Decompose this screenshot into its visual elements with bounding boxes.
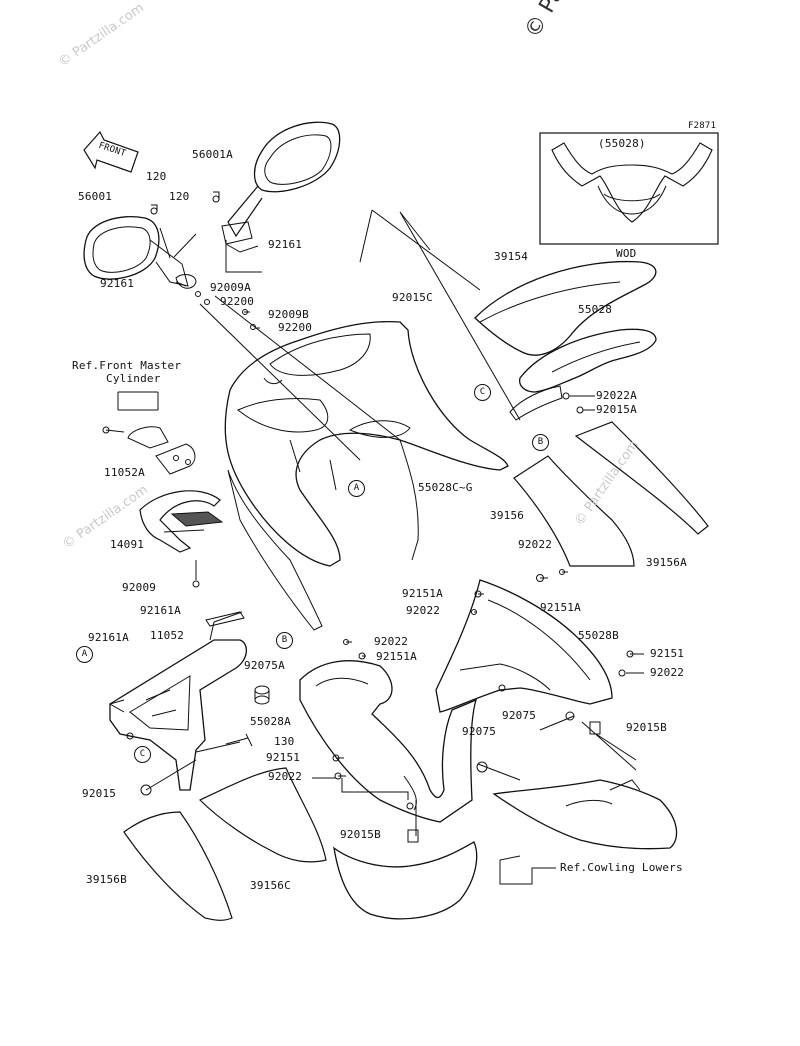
part-label-130: 130 — [274, 735, 295, 748]
note-ref-front-master-2: Cylinder — [106, 372, 161, 385]
part-label-39156: 39156 — [490, 509, 525, 522]
ref-circle-c-upper: C — [474, 384, 491, 401]
panel-39156b-drawing — [123, 811, 233, 921]
part-label-92161a-b: 92161A — [88, 631, 129, 644]
inset-caption: WOD — [616, 247, 637, 260]
inset-windshield-drawing — [539, 132, 719, 245]
part-label-92022-a: 92022 — [518, 538, 553, 551]
part-label-39156a: 39156A — [646, 556, 687, 569]
panel-14091-drawing — [139, 490, 224, 553]
windscreen-drawing — [474, 260, 657, 356]
part-label-14091: 14091 — [110, 538, 145, 551]
front-arrow-icon — [83, 130, 139, 173]
side-cowl-55028b-drawing — [435, 579, 613, 713]
part-label-92075-a: 92075 — [502, 709, 537, 722]
lower-cowl-drawing — [333, 779, 678, 920]
part-label-92022-b: 92022 — [406, 604, 441, 617]
part-label-120-a: 120 — [146, 170, 167, 183]
ref-circle-b-lower: B — [276, 632, 293, 649]
part-label-39156b: 39156B — [86, 873, 127, 886]
part-label-92075-b: 92075 — [462, 725, 497, 738]
part-label-92161-left: 92161 — [100, 277, 135, 290]
part-label-56001a: 56001A — [192, 148, 233, 161]
part-label-92009a: 92009A — [210, 281, 251, 294]
part-label-55028: 55028 — [578, 303, 613, 316]
note-ref-front-master-1: Ref.Front Master — [72, 359, 182, 372]
part-label-11052a: 11052A — [104, 466, 145, 479]
mirror-left-drawing — [83, 216, 197, 289]
part-label-92015b-a: 92015B — [626, 721, 667, 734]
part-label-92200-a: 92200 — [220, 295, 255, 308]
inner-cowl-drawing — [519, 328, 657, 393]
part-label-55028a: 55028A — [250, 715, 291, 728]
part-label-92151-b: 92151 — [266, 751, 301, 764]
part-label-92015: 92015 — [82, 787, 117, 800]
part-label-92151a-b: 92151A — [540, 601, 581, 614]
ref-circle-c-lower: C — [134, 746, 151, 763]
part-label-39154: 39154 — [494, 250, 529, 263]
part-label-120-b: 120 — [169, 190, 190, 203]
part-label-92009: 92009 — [122, 581, 157, 594]
part-label-92009b: 92009B — [268, 308, 309, 321]
part-label-39156c: 39156C — [250, 879, 291, 892]
side-panel-39156-drawing — [513, 421, 709, 567]
part-label-92075a: 92075A — [244, 659, 285, 672]
part-label-56001: 56001 — [78, 190, 113, 203]
upper-cowl-drawing — [224, 321, 509, 631]
part-label-55028b: 55028B — [578, 629, 619, 642]
part-label-92161a-a: 92161A — [140, 604, 181, 617]
figure-code: F2871 — [688, 121, 717, 131]
bracket-11052a-drawing — [155, 443, 196, 475]
ref-circle-b-upper: B — [532, 434, 549, 451]
part-label-92022a: 92022A — [596, 389, 637, 402]
part-label-92151a-c: 92151A — [376, 650, 417, 663]
note-ref-cowling-lowers: Ref.Cowling Lowers — [560, 861, 683, 874]
mirror-right-drawing — [221, 121, 341, 253]
ref-circle-a-lower: A — [76, 646, 93, 663]
ref-circle-a-upper: A — [348, 480, 365, 497]
part-label-11052: 11052 — [150, 629, 185, 642]
panel-39156c-drawing — [198, 767, 327, 863]
side-cowl-55028a-drawing — [299, 660, 478, 823]
part-label-55028c-g: 55028C~G — [418, 481, 473, 494]
part-label-92151a-a: 92151A — [402, 587, 443, 600]
part-label-92015b-b: 92015B — [340, 828, 381, 841]
part-label-92151: 92151 — [650, 647, 685, 660]
frame-11052-drawing — [109, 611, 247, 796]
part-label-92022-d: 92022 — [650, 666, 685, 679]
part-label-92022-c: 92022 — [374, 635, 409, 648]
part-label-92022-e: 92022 — [268, 770, 303, 783]
part-label-92015c: 92015C — [392, 291, 433, 304]
master-cylinder-ref-drawing — [102, 391, 169, 449]
part-label-92015a: 92015A — [596, 403, 637, 416]
inset-part-number: (55028) — [598, 137, 646, 150]
part-label-92200-b: 92200 — [278, 321, 313, 334]
part-label-92161-right: 92161 — [268, 238, 303, 251]
